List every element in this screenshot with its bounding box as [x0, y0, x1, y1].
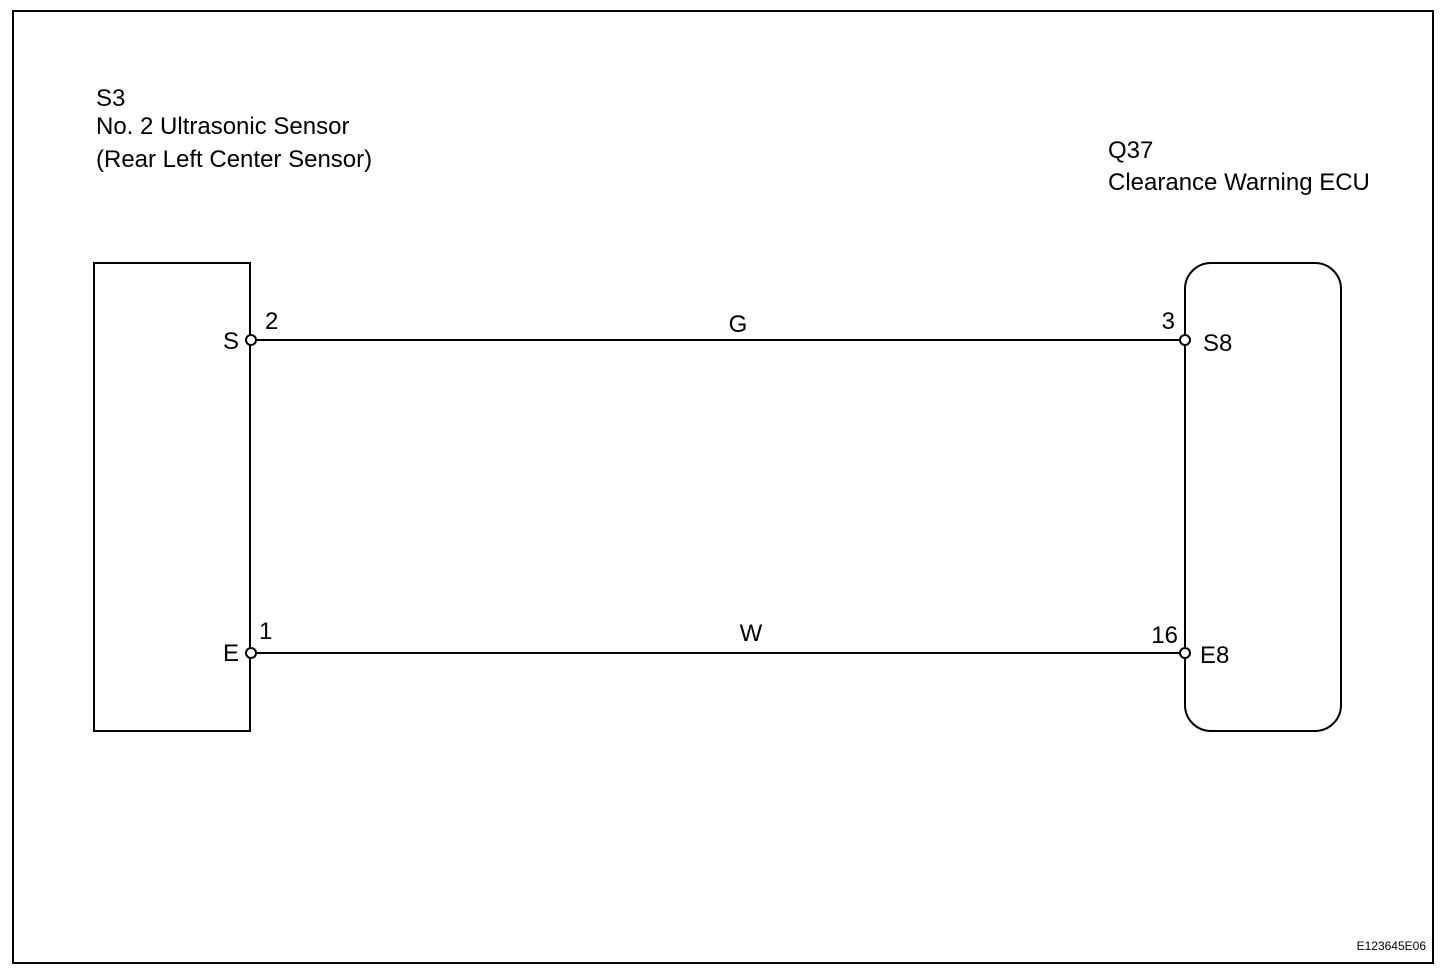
ecu-ground-terminal [1179, 647, 1191, 659]
ecu-name: Clearance Warning ECU [1108, 169, 1370, 196]
sensor-signal-terminal [245, 334, 257, 346]
sensor-location: (Rear Left Center Sensor) [96, 146, 372, 173]
sensor-signal-pin: 2 [265, 308, 278, 335]
ecu-ground-terminal-label: E8 [1200, 642, 1229, 669]
sensor-box [93, 262, 251, 732]
ecu-signal-terminal [1179, 334, 1191, 346]
signal-wire-color: G [729, 311, 748, 338]
sensor-code: S3 [96, 85, 125, 112]
sensor-name: No. 2 Ultrasonic Sensor [96, 113, 349, 140]
sensor-ground-terminal-label: E [223, 640, 239, 667]
ground-wire-color: W [740, 620, 763, 647]
sensor-ground-pin: 1 [259, 618, 272, 645]
ecu-ground-pin: 16 [1151, 622, 1178, 649]
ecu-signal-pin: 3 [1162, 308, 1175, 335]
figure-id: E123645E06 [1357, 939, 1427, 953]
sensor-signal-terminal-label: S [223, 328, 239, 355]
diagram-frame [12, 10, 1434, 964]
ecu-signal-terminal-label: S8 [1203, 330, 1232, 357]
sensor-ground-terminal [245, 647, 257, 659]
ecu-box [1184, 262, 1342, 732]
ecu-code: Q37 [1108, 137, 1153, 164]
